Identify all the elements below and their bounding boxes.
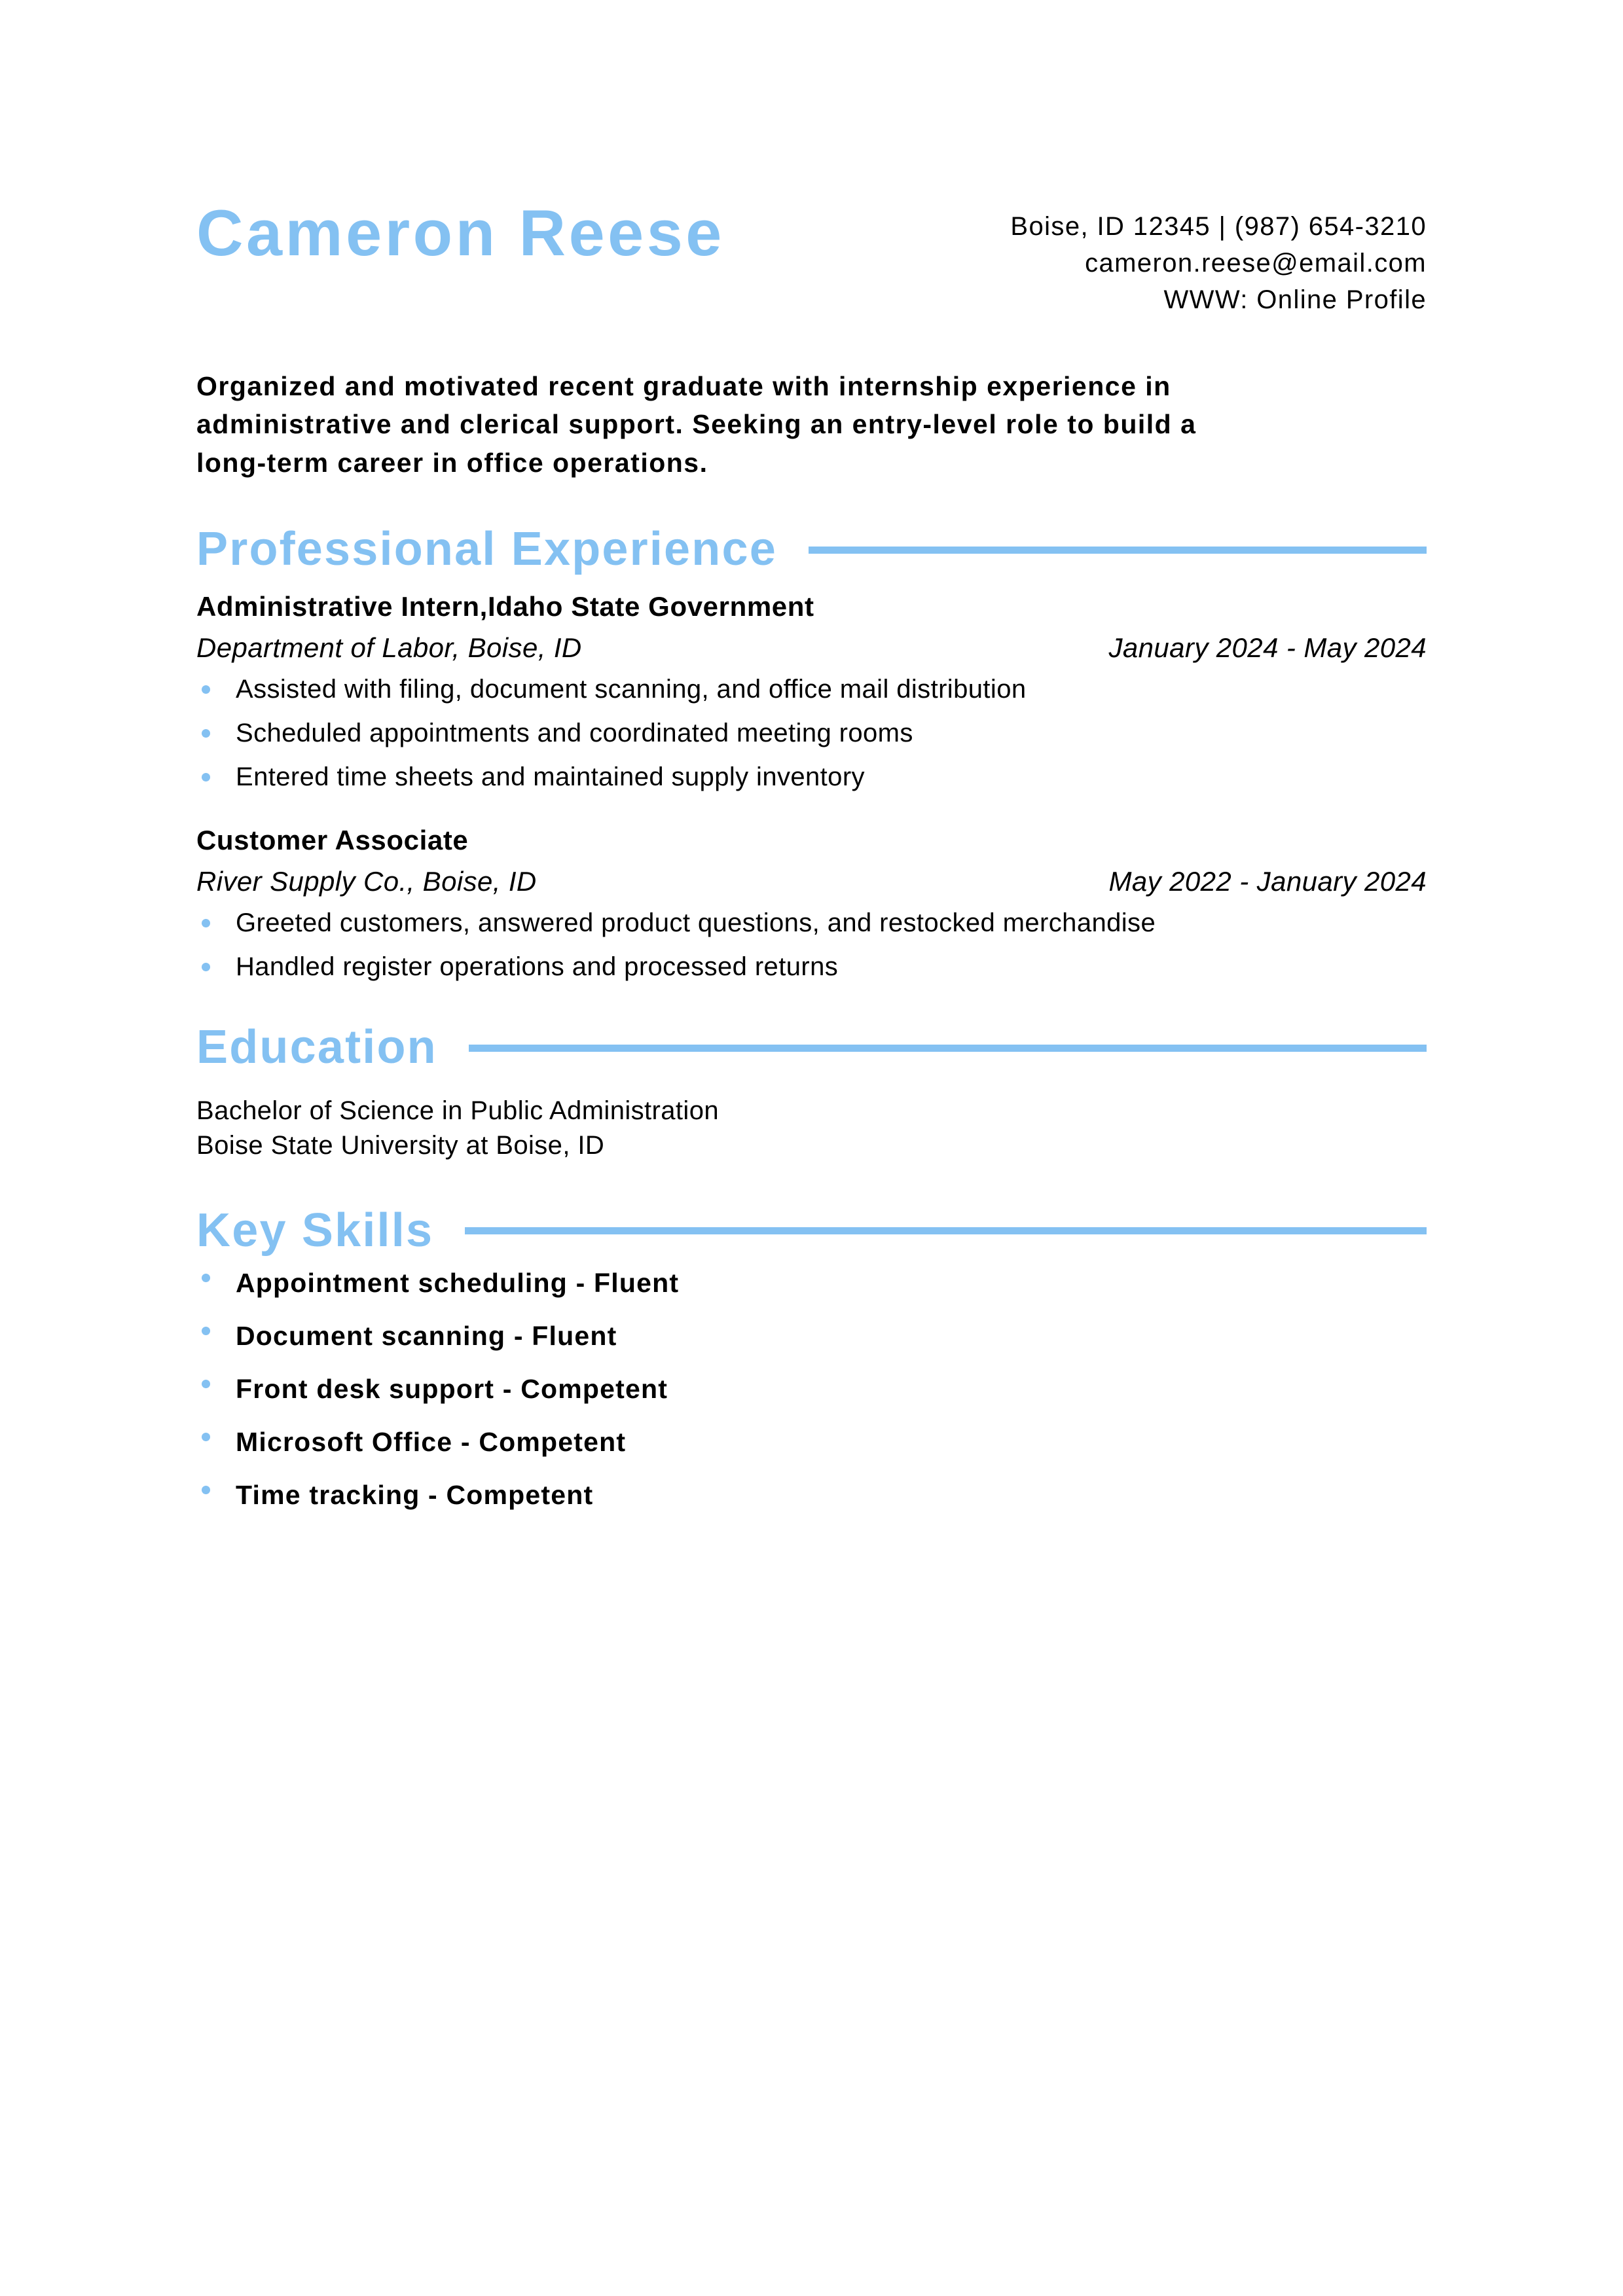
section-title-skills: Key Skills bbox=[196, 1204, 434, 1257]
bullet-dot-icon bbox=[202, 685, 210, 694]
section-header-education: Education bbox=[196, 1023, 1427, 1073]
professional-summary: Organized and motivated recent graduate … bbox=[196, 370, 1197, 478]
education-spacer bbox=[196, 1087, 1427, 1094]
section-title-experience: Professional Experience bbox=[196, 523, 777, 576]
section-header-skills: Key Skills bbox=[196, 1206, 1427, 1256]
job-meta: Department of Labor, Boise, ID January 2… bbox=[196, 630, 1427, 666]
resume-header: Cameron Reese Boise, ID 12345 | (987) 65… bbox=[196, 194, 1427, 320]
skill-item: Document scanning - Fluent bbox=[196, 1323, 1427, 1350]
skill-item: Front desk support - Competent bbox=[196, 1376, 1427, 1403]
job-bullet: Greeted customers, answered product ques… bbox=[196, 910, 1427, 936]
job-bullet-list: Greeted customers, answered product ques… bbox=[196, 910, 1427, 980]
bullet-dot-icon bbox=[202, 1380, 210, 1389]
bullet-dot-icon bbox=[202, 1486, 210, 1495]
skill-text: Document scanning - Fluent bbox=[236, 1321, 617, 1352]
education-degree: Bachelor of Science in Public Administra… bbox=[196, 1096, 720, 1125]
job-dates: May 2022 - January 2024 bbox=[1108, 865, 1427, 897]
skills-list: Appointment scheduling - Fluent Document… bbox=[196, 1270, 1427, 1509]
job-bullet: Entered time sheets and maintained suppl… bbox=[196, 764, 1427, 790]
bullet-dot-icon bbox=[202, 773, 210, 782]
experience-entry: Customer Associate River Supply Co., Boi… bbox=[196, 823, 1427, 980]
job-bullet: Scheduled appointments and coordinated m… bbox=[196, 720, 1427, 746]
job-bullet-text: Entered time sheets and maintained suppl… bbox=[236, 762, 865, 792]
bullet-dot-icon bbox=[202, 919, 210, 928]
section-header-experience: Professional Experience bbox=[196, 525, 1427, 575]
bullet-dot-icon bbox=[202, 963, 210, 972]
job-meta: River Supply Co., Boise, ID May 2022 - J… bbox=[196, 864, 1427, 900]
skill-item: Time tracking - Competent bbox=[196, 1482, 1427, 1509]
bullet-dot-icon bbox=[202, 1274, 210, 1283]
skill-text: Time tracking - Competent bbox=[236, 1480, 594, 1511]
section-rule-experience bbox=[808, 546, 1427, 554]
job-dates: January 2024 - May 2024 bbox=[1108, 632, 1427, 663]
skill-text: Microsoft Office - Competent bbox=[236, 1427, 627, 1458]
job-bullet: Handled register operations and processe… bbox=[196, 954, 1427, 980]
section-rule-skills bbox=[465, 1227, 1427, 1234]
education-entry: Bachelor of Science in Public Administra… bbox=[196, 1094, 1427, 1163]
contact-website: WWW: Online Profile bbox=[1163, 285, 1427, 315]
section-title-education: Education bbox=[196, 1021, 437, 1074]
bullet-dot-icon bbox=[202, 1327, 210, 1336]
contact-email: cameron.reese@email.com bbox=[1085, 249, 1427, 278]
job-bullet: Assisted with filing, document scanning,… bbox=[196, 676, 1427, 702]
job-bullet-text: Handled register operations and processe… bbox=[236, 952, 839, 982]
bullet-dot-icon bbox=[202, 1433, 210, 1442]
education-school: Boise State University at Boise, ID bbox=[196, 1130, 605, 1160]
skill-text: Front desk support - Competent bbox=[236, 1374, 668, 1405]
bullet-dot-icon bbox=[202, 729, 210, 738]
experience-list: Administrative Intern,Idaho State Govern… bbox=[196, 589, 1427, 980]
candidate-name: Cameron Reese bbox=[196, 196, 725, 269]
job-title: Customer Associate bbox=[196, 825, 469, 856]
skill-text: Appointment scheduling - Fluent bbox=[236, 1268, 680, 1299]
contact-location-phone: Boise, ID 12345 | (987) 654-3210 bbox=[1010, 212, 1427, 241]
job-bullet-text: Greeted customers, answered product ques… bbox=[236, 908, 1156, 938]
job-title: Administrative Intern,Idaho State Govern… bbox=[196, 591, 814, 622]
job-organization: Department of Labor, Boise, ID bbox=[196, 632, 582, 663]
skill-item: Appointment scheduling - Fluent bbox=[196, 1270, 1427, 1297]
job-bullet-list: Assisted with filing, document scanning,… bbox=[196, 676, 1427, 790]
contact-block: Boise, ID 12345 | (987) 654-3210 cameron… bbox=[1010, 194, 1427, 320]
experience-entry: Administrative Intern,Idaho State Govern… bbox=[196, 589, 1427, 790]
section-rule-education bbox=[468, 1044, 1427, 1052]
job-bullet-text: Scheduled appointments and coordinated m… bbox=[236, 719, 913, 748]
skill-item: Microsoft Office - Competent bbox=[196, 1429, 1427, 1456]
job-organization: River Supply Co., Boise, ID bbox=[196, 865, 537, 897]
job-bullet-text: Assisted with filing, document scanning,… bbox=[236, 675, 1027, 704]
